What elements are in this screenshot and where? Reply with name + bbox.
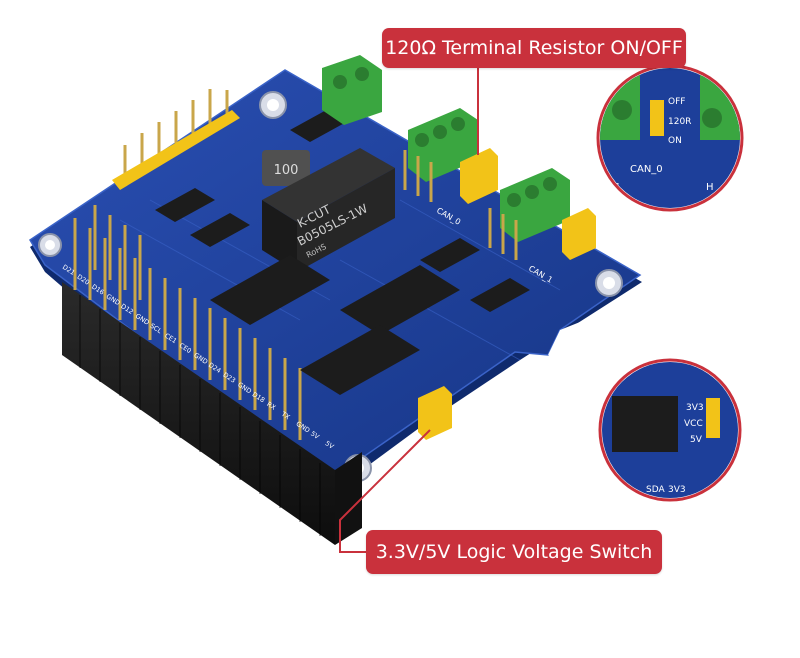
inset-3v3: 3V3 xyxy=(686,403,704,413)
gpio-silk-label: 5V xyxy=(309,430,321,442)
inductor: 100 xyxy=(262,150,310,186)
jumper-can1 xyxy=(562,208,596,260)
zoom-inset-terminal: OFF 120R ON CAN_0 G H L xyxy=(596,64,744,212)
zoom-inset-voltage: 3V3 VCC 5V SDA 3V3 xyxy=(598,358,742,502)
inset-can0: CAN_0 xyxy=(630,164,663,175)
gpio-silk-label: RX xyxy=(265,400,277,412)
pin-header-can xyxy=(403,150,518,260)
inset-vcc: VCC xyxy=(684,419,703,429)
gpio-silk-label: 5V xyxy=(324,439,336,451)
inset-sda: SDA xyxy=(646,485,665,495)
leader-line-bottom xyxy=(339,429,431,553)
inset-120r: 120R xyxy=(668,117,691,127)
gpio-header xyxy=(62,282,362,545)
callout-logic-voltage: 3.3V/5V Logic Voltage Switch xyxy=(366,530,662,574)
inset-h: H xyxy=(706,182,714,193)
pin-header-top xyxy=(112,89,240,190)
inset-off: OFF xyxy=(668,97,685,107)
inset-on: ON xyxy=(668,136,682,146)
inset-5v: 5V xyxy=(690,435,703,445)
ic-chips xyxy=(155,108,530,395)
isolator-module: K-CUT B0505LS-1W RoHS xyxy=(262,148,395,272)
jumper-can0 xyxy=(460,148,498,204)
inset-3v3-bottom: 3V3 xyxy=(668,485,686,495)
inductor-label: 100 xyxy=(274,163,299,178)
callout-terminal-resistor: 120Ω Terminal Resistor ON/OFF xyxy=(382,28,686,68)
jumper-logic-voltage xyxy=(418,386,452,440)
terminal-block-power xyxy=(322,55,382,125)
gpio-pins xyxy=(73,205,302,440)
